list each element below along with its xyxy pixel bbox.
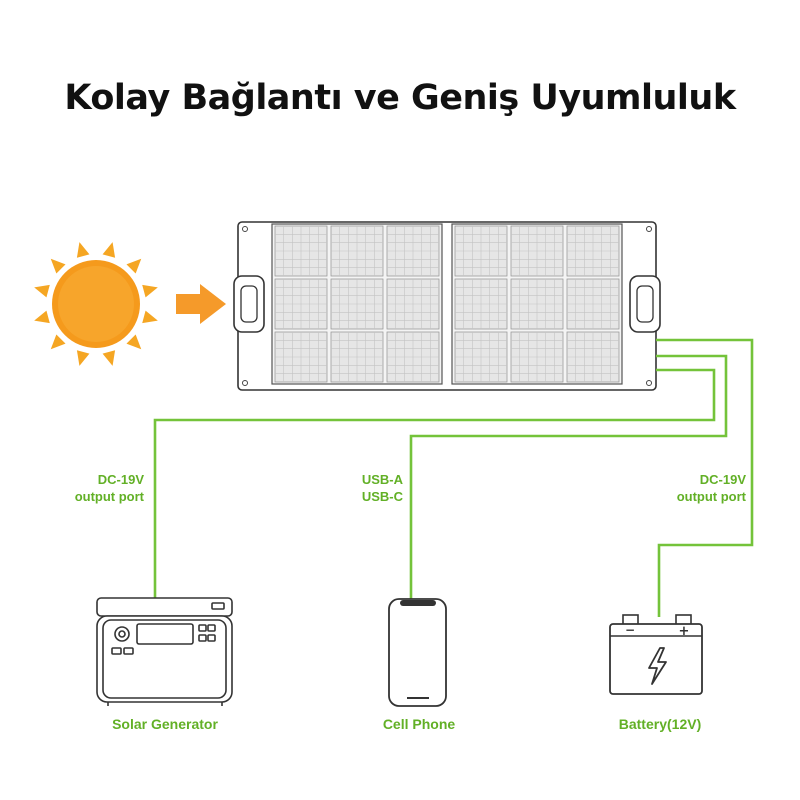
battery-positive-sign: + [679,624,690,639]
panel-cell [274,331,328,383]
device-label-phone: Cell Phone [383,716,456,732]
panel-cell [386,225,440,277]
generator-usb-port [207,634,216,642]
panel-handle-left [233,275,265,333]
panel-cell [566,225,620,277]
port-label-middle-line1: USB-A [362,472,404,487]
panel-cell [454,331,508,383]
port-label-right-line1: DC-19V [700,472,747,487]
panel-cell [274,225,328,277]
port-label-left-line1: DC-19V [98,472,145,487]
arrow-right-icon [176,284,226,324]
device-label-battery: Battery(12V) [619,716,701,732]
port-label-right-line2: output port [677,489,747,504]
sun-icon [34,242,158,366]
page-title: Kolay Bağlantı ve Geniş Uyumluluk [64,78,736,118]
power-station-icon [96,597,233,706]
panel-cell [510,278,564,330]
sun-ray [126,258,142,274]
panel-cell [510,331,564,383]
generator-lid-slot [211,602,225,610]
generator-power-button [114,626,130,642]
sun-ray [126,334,142,350]
generator-port [111,647,122,655]
generator-usb-port [198,624,207,632]
panel-cell [386,331,440,383]
phone-body [388,598,447,707]
arrow-shape [176,284,226,324]
cable-generator [153,368,716,598]
panel-screw [646,380,652,386]
panel-handle-right [629,275,661,333]
panel-cell [510,225,564,277]
sun-ray [76,242,90,258]
panel-cell [330,225,384,277]
panel-cell [566,331,620,383]
phone-notch [400,600,436,606]
sun-ray [102,242,116,258]
sun-ray [142,310,158,324]
device-label-generator: Solar Generator [112,716,218,732]
battery-negative-sign: − [625,623,635,637]
cable-battery [656,338,754,617]
sun-ray [34,310,50,324]
sun-ray [76,350,90,366]
sun-rays [34,242,158,366]
generator-display [136,623,194,645]
panel-cell [330,331,384,383]
panel-cell [274,278,328,330]
sun-ray [34,284,50,298]
port-label-middle-line2: USB-C [362,489,404,504]
car-battery-icon: − + [609,614,703,695]
generator-usb-port [207,624,216,632]
sun-ray [50,334,66,350]
sun-ray [102,350,116,366]
panel-screw [646,226,652,232]
panel-cell [386,278,440,330]
generator-usb-port [198,634,207,642]
panel-screw [242,226,248,232]
sun-ray [142,284,158,298]
generator-body-inner [102,619,227,699]
smartphone-icon [388,598,447,707]
sun-ray [50,258,66,274]
generator-port [123,647,134,655]
panel-screw [242,380,248,386]
panel-cell [330,278,384,330]
panel-cells [274,225,620,383]
lightning-bolt-icon [648,647,667,685]
solar-panel-icon [233,221,661,391]
generator-power-button-inner [118,630,126,638]
cable-phone [409,354,728,600]
cables [153,338,754,617]
panel-cell [454,225,508,277]
port-label-left-line2: output port [75,489,145,504]
panel-cell [566,278,620,330]
panel-cell [454,278,508,330]
sun-disc-inner [58,266,134,342]
